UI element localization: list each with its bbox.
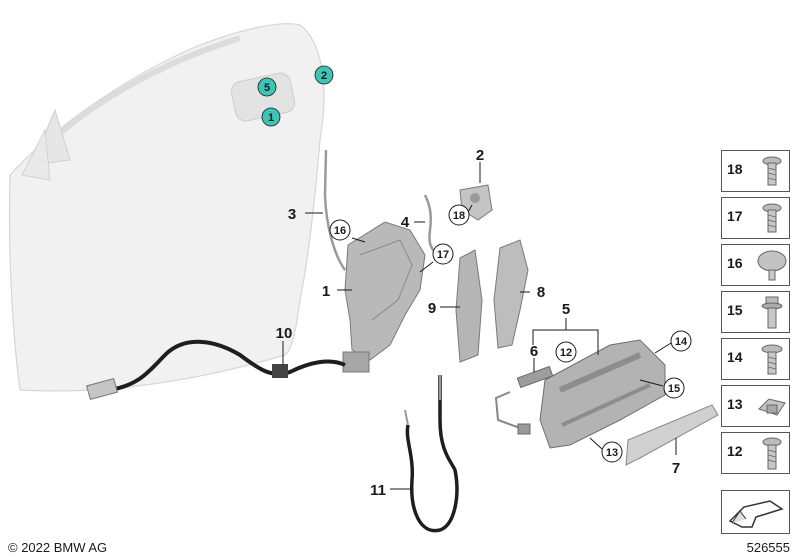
screw-icon [762,203,782,233]
svg-text:2: 2 [321,70,327,82]
cable-10 [86,339,346,400]
door-marker-1: 1 [261,107,281,127]
callout-10: 10 [276,325,293,342]
rod-4 [423,194,437,254]
copyright-text: © 2022 BMW AG [8,540,108,555]
legend-number: 18 [727,161,743,177]
svg-text:12: 12 [560,347,572,359]
screw-icon [762,156,782,186]
callout-12: 12 [555,341,577,363]
callout-15: 15 [663,377,685,399]
legend-item-18: 18 [721,150,790,192]
handle-carrier-5 [539,339,666,449]
bracket-9 [455,249,483,363]
legend-item-17: 17 [721,197,790,239]
svg-text:15: 15 [668,383,680,395]
clip-nut-icon [758,398,786,416]
door-panel [8,23,325,392]
svg-text:1: 1 [268,112,274,124]
rod-3 [323,149,347,271]
door-lock-1 [342,221,426,373]
svg-text:13: 13 [606,447,618,459]
legend-item-15: 15 [721,291,790,333]
callout-3: 3 [288,206,296,223]
callout-4: 4 [401,214,410,231]
callout-16: 16 [329,219,351,241]
legend-number: 16 [727,255,743,271]
svg-text:17: 17 [437,249,449,261]
legend-item-13: 13 [721,385,790,427]
bracket-8 [493,239,529,349]
fastener-legend: 18 17 16 15 14 [721,150,790,479]
svg-text:14: 14 [675,336,688,348]
callout-17: 17 [432,243,454,265]
callout-11: 11 [370,482,386,499]
door-marker-2: 2 [314,65,334,85]
legend-number: 15 [727,302,743,318]
callout-9: 9 [428,300,436,317]
legend-number: 17 [727,208,743,224]
handle-cover-7 [625,404,719,466]
callout-18: 18 [448,204,470,226]
legend-number: 14 [727,349,743,365]
diagram-number: 526555 [746,540,790,555]
legend-item-14: 14 [721,338,790,380]
collar-screw-icon [761,296,783,329]
door-marker-5: 5 [257,77,277,97]
svg-text:18: 18 [453,210,465,222]
callout-6: 6 [530,343,538,360]
callout-13: 13 [601,441,623,463]
collar-screw-icon [761,344,783,375]
legend-number: 12 [727,443,743,459]
sensor-6 [494,365,554,435]
legend-number: 13 [727,396,743,412]
callout-14: 14 [670,330,692,352]
callout-5: 5 [562,301,570,318]
legend-item-12: 12 [721,432,790,474]
leader-lines [282,162,677,490]
flat-head-screw-icon [757,250,787,281]
collar-screw-icon [762,437,782,470]
cable-11 [404,375,459,533]
callout-8: 8 [537,284,545,301]
callout-7: 7 [672,460,680,477]
callout-2: 2 [476,147,484,164]
direction-arrow-icon [721,490,790,534]
legend-item-16: 16 [721,244,790,286]
svg-text:16: 16 [334,225,346,237]
callout-1: 1 [322,283,330,300]
svg-text:5: 5 [264,82,270,94]
